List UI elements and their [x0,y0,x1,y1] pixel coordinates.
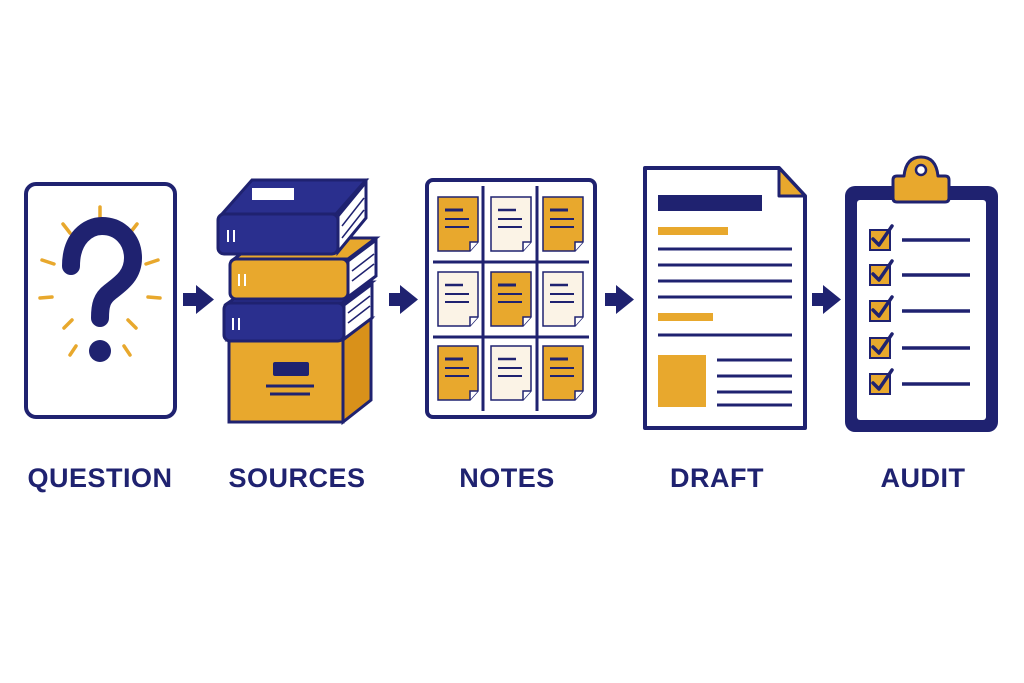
arrow-right-icon [389,285,418,314]
step-label-draft: DRAFT [670,463,764,493]
question-mark-icon [24,182,177,419]
step-label-notes: NOTES [459,463,555,493]
sticky-notes-grid-icon [425,178,597,419]
document-icon [643,166,807,430]
book-stack-icon [216,177,381,426]
step-label-sources: SOURCES [228,463,366,493]
step-label-audit: AUDIT [880,463,966,493]
arrow-right-icon [183,285,214,314]
step-label-question: QUESTION [27,463,173,493]
arrow-right-icon [605,285,634,314]
clipboard-checklist-icon [845,155,998,432]
arrow-right-icon [812,285,841,314]
